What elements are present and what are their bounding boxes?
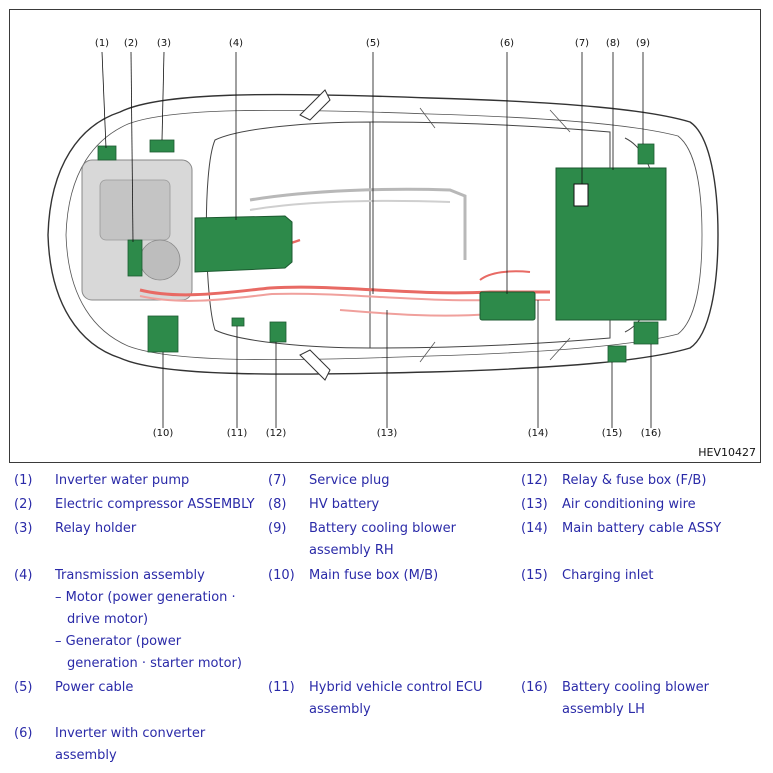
car-body-outline: [47, 93, 719, 375]
callout-13: (13): [376, 428, 398, 439]
callout-8: (8): [605, 38, 621, 49]
car-inner-outline: [65, 109, 703, 361]
power-cable-red: [139, 285, 550, 297]
callout-3: (3): [156, 38, 172, 49]
transmission-assembly: [194, 215, 293, 273]
callout-1: (1): [94, 38, 110, 49]
service-plug: [573, 183, 589, 207]
main-fuse-box: [147, 315, 179, 353]
charging-inlet: [607, 345, 627, 363]
callout-9: (9): [635, 38, 651, 49]
vehicle-diagram: (1) (2) (3) (4) (5) (6) (7) (8) (9) (10)…: [9, 9, 761, 463]
callout-16: (16): [640, 428, 662, 439]
callout-11: (11): [226, 428, 248, 439]
inverter-water-pump: [97, 145, 117, 161]
car-outline-svg: [47, 51, 719, 428]
hv-battery: [555, 167, 667, 321]
leader-lines: [101, 51, 652, 428]
relay-fuse-box: [269, 321, 287, 343]
figure-id-label: HEV10427: [698, 446, 756, 459]
callout-5: (5): [365, 38, 381, 49]
coolant-pipe: [249, 187, 467, 260]
blower-rh: [637, 143, 655, 165]
relay-holder: [149, 139, 175, 153]
callout-2: (2): [123, 38, 139, 49]
callout-15: (15): [601, 428, 623, 439]
hybrid-ecu: [231, 317, 245, 327]
mirror-left: [299, 349, 331, 381]
callout-4: (4): [228, 38, 244, 49]
inverter-with-converter: [479, 291, 536, 321]
legend-table: (1) Inverter water pump (2) Electric com…: [14, 473, 722, 763]
callout-12: (12): [265, 428, 287, 439]
mirror-right: [299, 89, 331, 121]
callout-14: (14): [527, 428, 549, 439]
callout-10: (10): [152, 428, 174, 439]
blower-lh: [633, 321, 659, 345]
electric-compressor: [127, 239, 143, 277]
callout-6: (6): [499, 38, 515, 49]
callout-7: (7): [574, 38, 590, 49]
